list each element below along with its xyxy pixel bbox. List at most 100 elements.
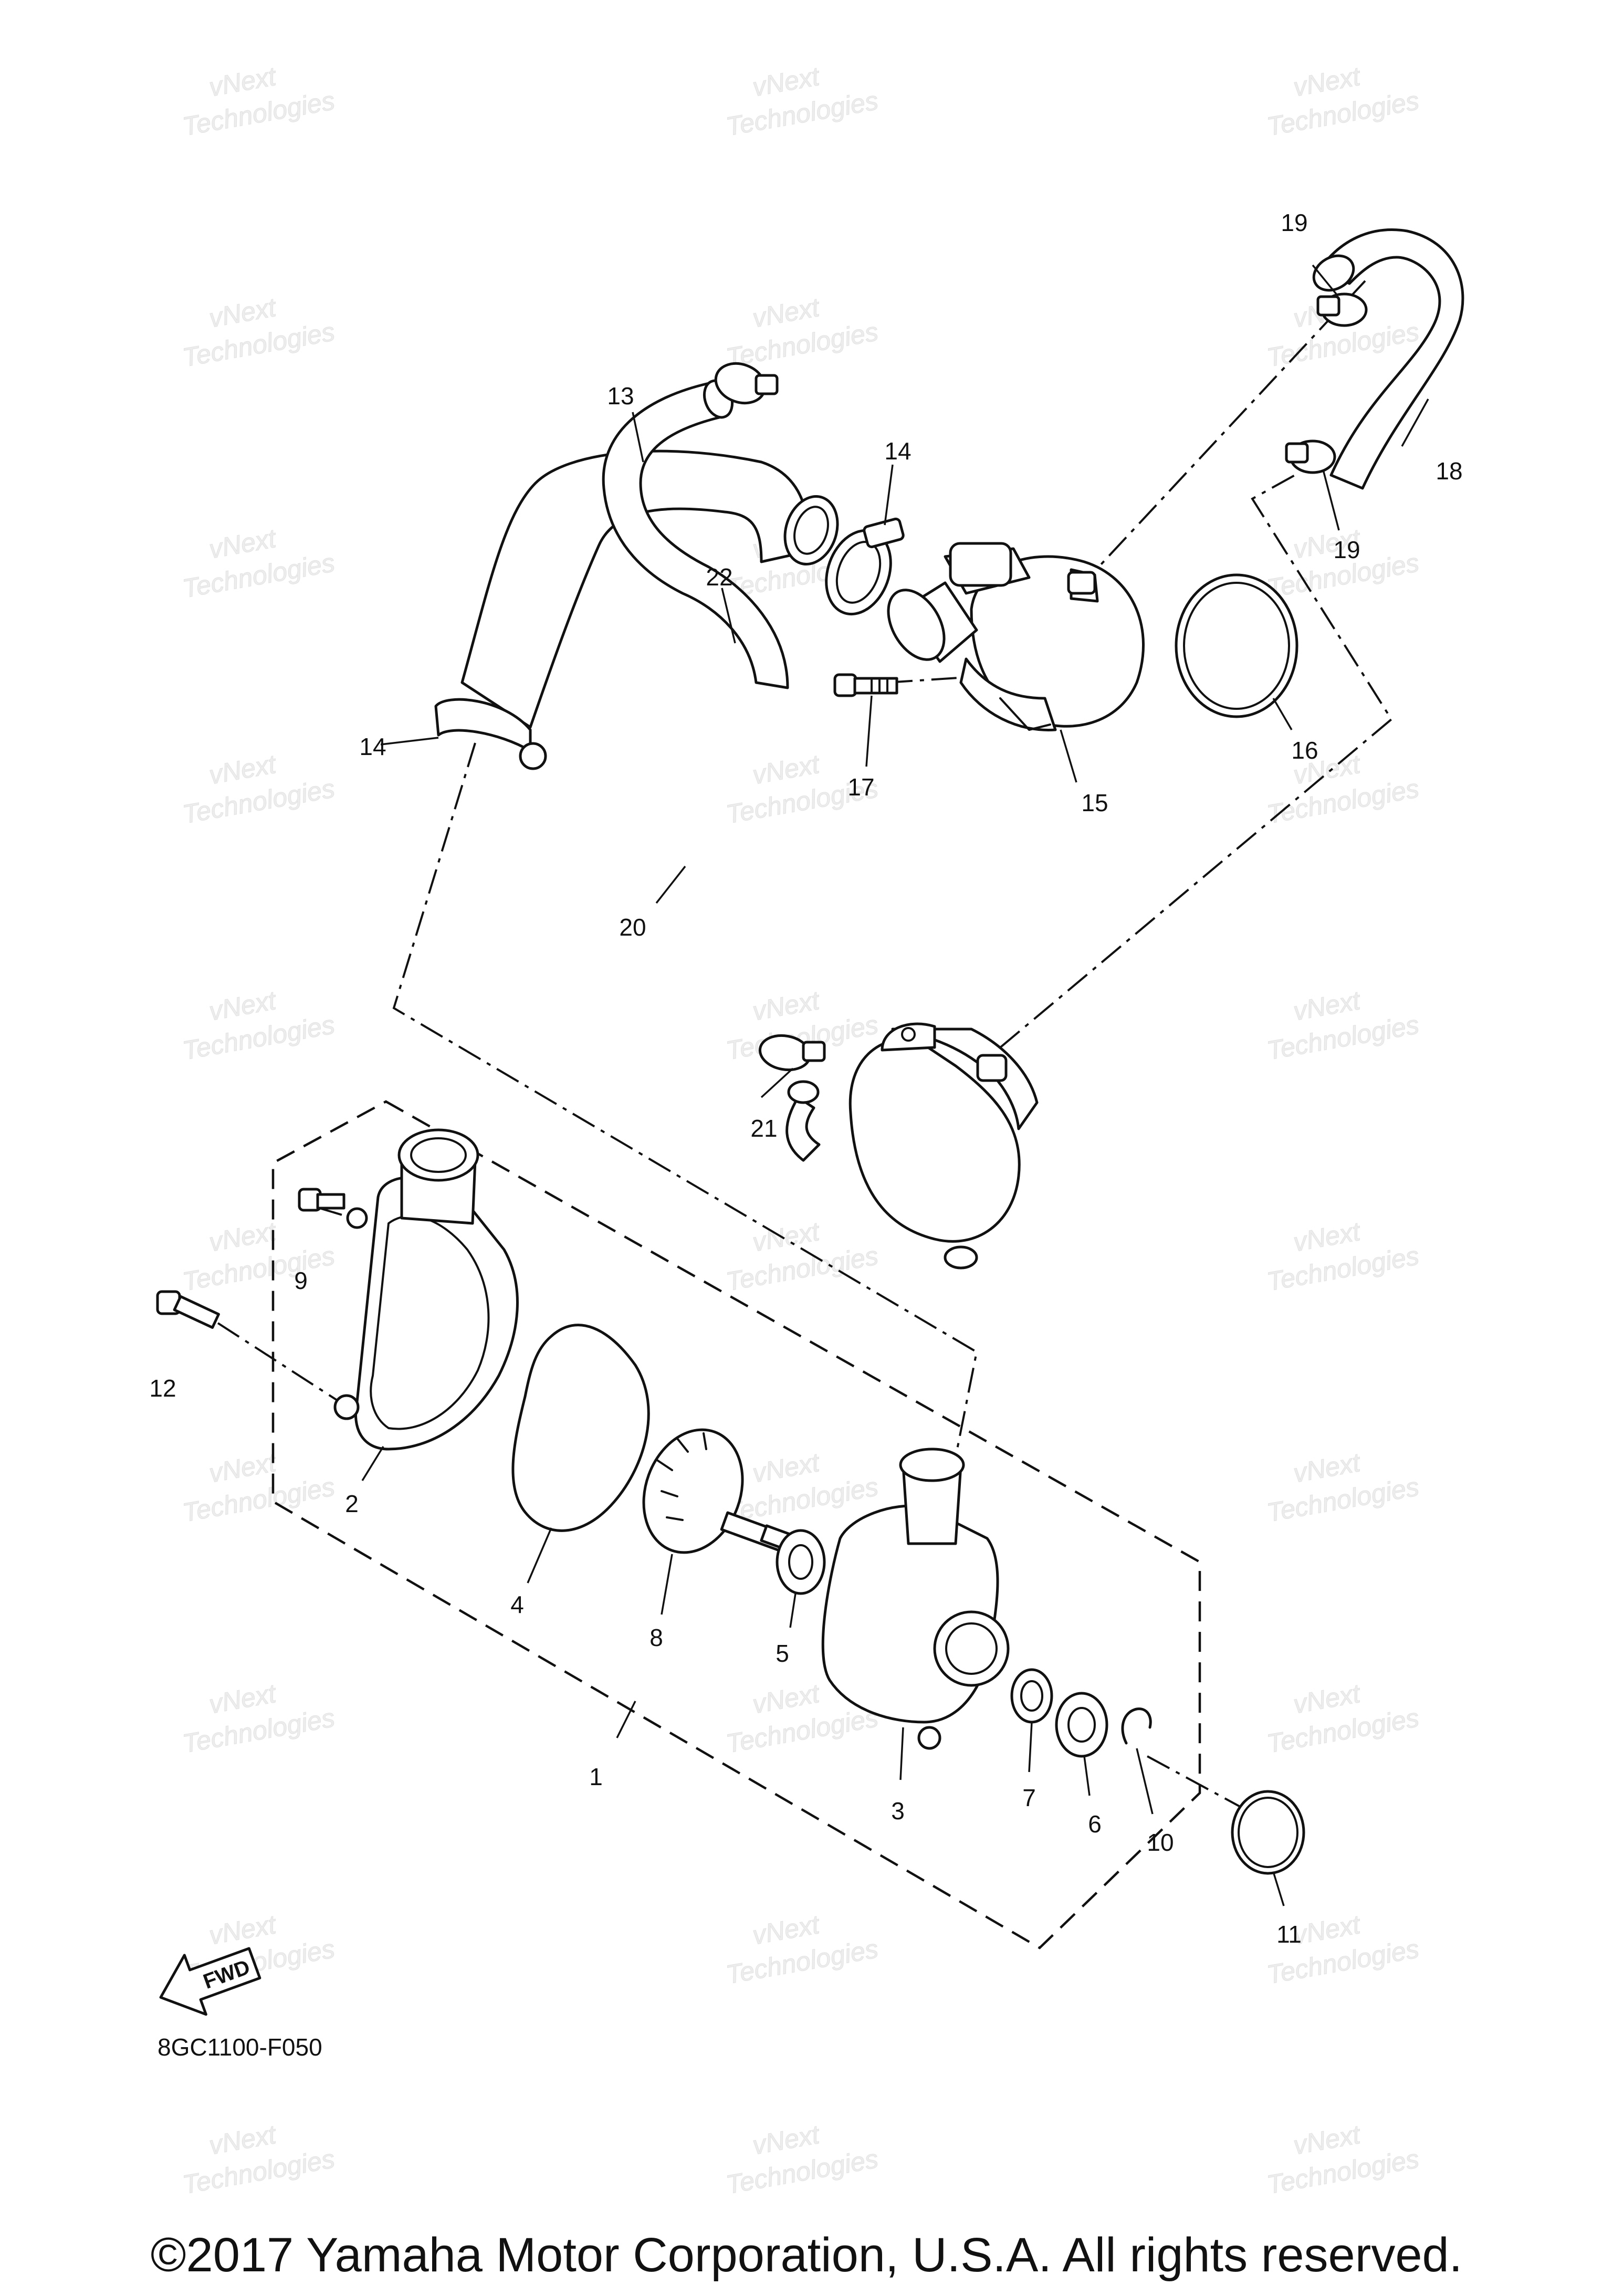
watermark-line2: Technologies — [181, 1010, 337, 1065]
watermark-line2: Technologies — [724, 1934, 881, 1989]
watermark-line2: Technologies — [724, 317, 881, 372]
watermark-line1: vNext — [1291, 2120, 1364, 2161]
hose-clamp-left — [434, 698, 547, 770]
bearing-6 — [1055, 1692, 1108, 1758]
hose-clamp-upper — [825, 517, 905, 616]
callout-7: 7 — [1022, 1784, 1036, 1811]
callout-22: 22 — [706, 563, 732, 591]
bypass-hose-18 — [1312, 228, 1464, 490]
watermark-line2: Technologies — [181, 548, 337, 603]
hose-clamp-22 — [714, 362, 779, 405]
watermark-line1: vNext — [750, 61, 823, 102]
callout-11: 11 — [1276, 1921, 1302, 1948]
callout-4: 4 — [510, 1591, 524, 1618]
callout-17: 17 — [847, 773, 874, 801]
watermark-line2: Technologies — [181, 1703, 337, 1758]
watermark-line1: vNext — [750, 1448, 823, 1488]
callout-labels: 1 2 3 4 5 6 7 8 9 10 11 12 13 14 14 15 1… — [149, 209, 1462, 1948]
watermark-line2: Technologies — [724, 86, 881, 141]
o-ring-16 — [1175, 573, 1298, 718]
watermark-line1: vNext — [1291, 1448, 1364, 1488]
watermark-line1: vNext — [750, 1910, 823, 1951]
watermark-line2: Technologies — [1265, 773, 1421, 829]
seal-5 — [776, 1529, 826, 1595]
callout-10: 10 — [1147, 1829, 1174, 1856]
watermark-line1: vNext — [207, 1679, 279, 1720]
callout-20: 20 — [619, 914, 646, 941]
thermostat-housing — [887, 542, 1145, 731]
diagram-code: 8GC1100-F050 — [158, 2033, 322, 2061]
watermark-line1: vNext — [750, 749, 823, 790]
callout-16: 16 — [1291, 737, 1318, 764]
watermark-line1: vNext — [750, 986, 823, 1026]
callout-13: 13 — [607, 382, 634, 410]
watermark-line2: Technologies — [1265, 86, 1421, 141]
seal-7 — [1010, 1668, 1053, 1724]
watermark-line2: Technologies — [181, 86, 337, 141]
watermark-line1: vNext — [1291, 1679, 1364, 1720]
watermark-line1: vNext — [207, 1448, 279, 1488]
watermark-line1: vNext — [207, 986, 279, 1026]
callout-19-top: 19 — [1281, 209, 1307, 236]
callout-5: 5 — [776, 1640, 789, 1667]
watermark-line1: vNext — [207, 61, 279, 102]
watermark-line1: vNext — [750, 2120, 823, 2161]
watermark-line2: Technologies — [724, 1703, 881, 1758]
watermark-line1: vNext — [1291, 1910, 1364, 1951]
connection-lines — [217, 280, 1393, 1807]
watermark-line1: vNext — [207, 749, 279, 790]
watermark-line1: vNext — [1291, 61, 1364, 102]
impeller-8 — [642, 1428, 798, 1556]
callout-19-bottom: 19 — [1333, 536, 1360, 563]
water-pump-housing — [821, 1448, 1010, 1750]
watermark-line2: Technologies — [1265, 1703, 1421, 1758]
water-pump-cover — [333, 1128, 519, 1451]
o-ring-11 — [1231, 1790, 1305, 1875]
watermark-line1: vNext — [1291, 986, 1364, 1026]
upper-radiator-hose — [460, 449, 839, 729]
watermark-line1: vNext — [207, 292, 279, 333]
callout-12: 12 — [149, 1375, 176, 1402]
hose-clamp-21 — [758, 1034, 826, 1072]
watermark-line1: vNext — [207, 2120, 279, 2161]
watermark-line1: vNext — [207, 523, 279, 564]
callout-8: 8 — [650, 1624, 663, 1651]
fwd-arrow-icon: FWD — [159, 1947, 261, 2016]
callout-9: 9 — [294, 1267, 308, 1294]
callout-14-upper: 14 — [884, 437, 911, 465]
watermark-line1: vNext — [750, 292, 823, 333]
assembly-outline — [271, 1100, 1201, 1949]
watermark-line2: Technologies — [1265, 1010, 1421, 1065]
watermark-line1: vNext — [207, 1910, 279, 1951]
watermark-line2: Technologies — [724, 2144, 881, 2199]
watermark-line2: Technologies — [181, 1241, 337, 1296]
hose-clamp-19-top — [1316, 292, 1368, 327]
watermark-line1: vNext — [207, 1217, 279, 1257]
watermark-line2: Technologies — [1265, 2144, 1421, 2199]
hose-clamp-19-bottom — [1285, 439, 1336, 474]
watermark-line2: Technologies — [181, 1472, 337, 1527]
watermark-line2: Technologies — [181, 2144, 337, 2199]
reservoir-cover — [785, 1022, 1039, 1270]
callout-18: 18 — [1436, 457, 1462, 485]
